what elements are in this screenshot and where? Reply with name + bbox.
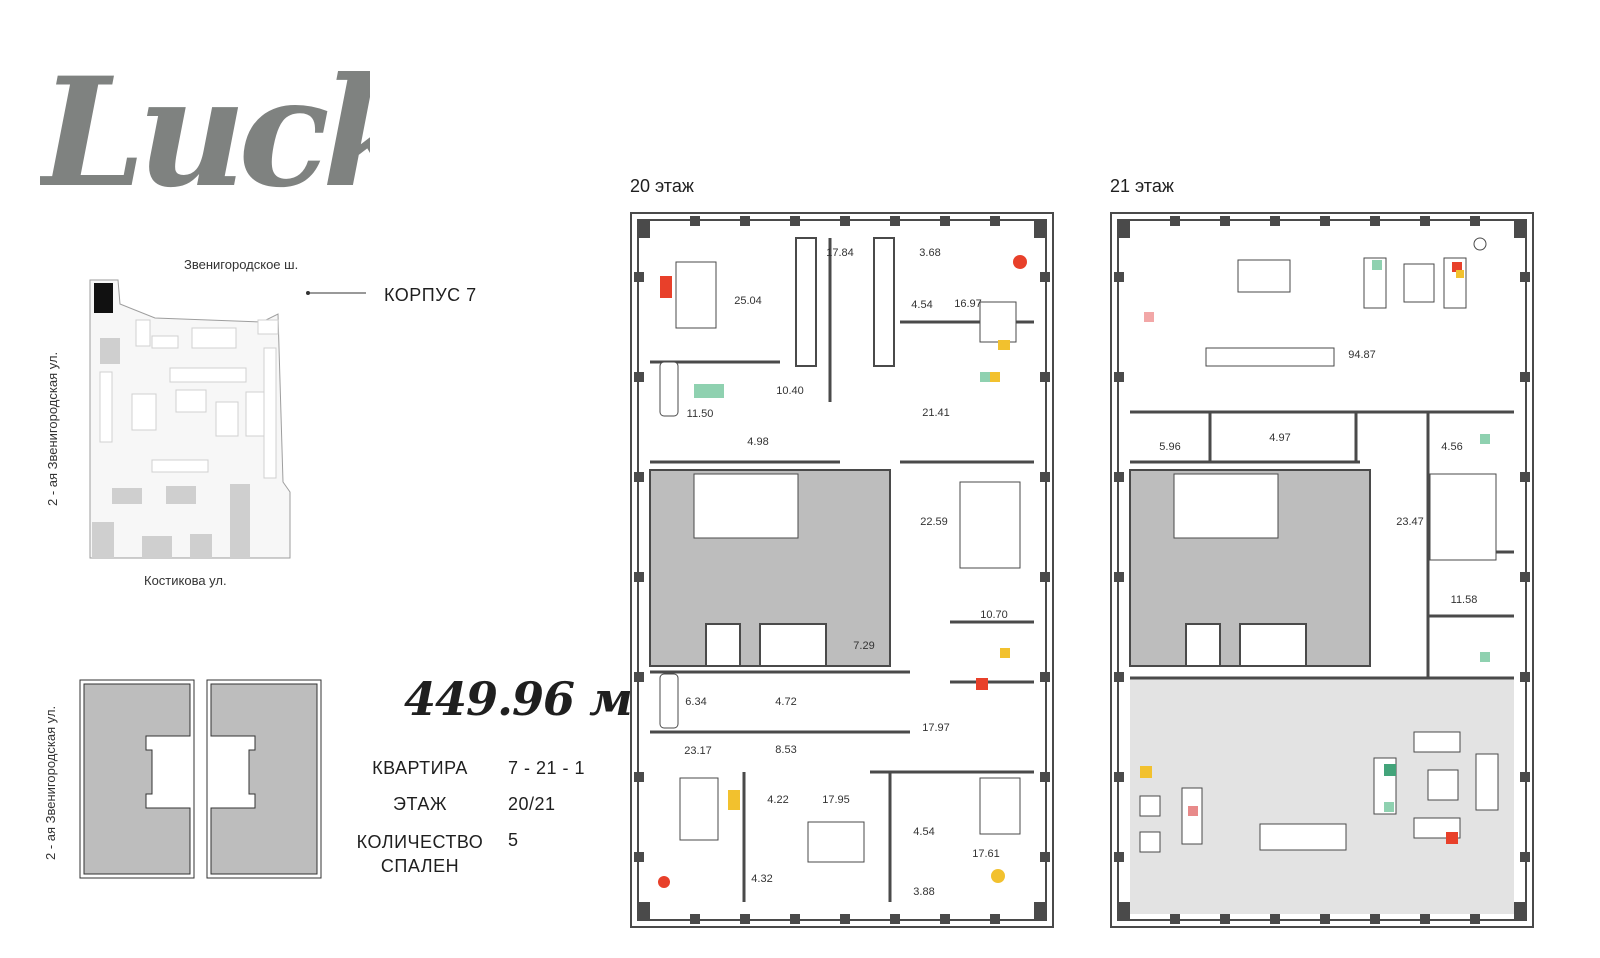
street-top-label: Звенигородское ш. xyxy=(184,257,298,272)
room-area: 17.61 xyxy=(972,848,1000,860)
room-area: 5.96 xyxy=(1159,441,1180,453)
room-area: 4.97 xyxy=(1269,432,1290,444)
floor-21-title: 21 этаж xyxy=(1110,176,1174,196)
site-map: Звенигородское ш. Костикова ул. 2 - ая З… xyxy=(45,257,366,588)
spec-apartment-label: КВАРТИРА xyxy=(372,758,468,778)
logo-text: Lucky xyxy=(40,45,370,221)
building-korpus-7 xyxy=(94,283,113,313)
room-area: 4.22 xyxy=(767,794,788,806)
room-area: 4.32 xyxy=(751,873,772,885)
lucky-logo: Lucky xyxy=(40,45,370,221)
apartment-area: 449.96 м2 xyxy=(404,672,647,726)
room-area: 23.47 xyxy=(1396,516,1424,528)
room-area: 8.53 xyxy=(775,744,796,756)
room-area: 16.97 xyxy=(954,298,982,310)
room-area: 4.54 xyxy=(911,299,932,311)
floor-20-plan: 25.04 17.84 3.68 4.54 16.97 10.40 11.50 … xyxy=(630,212,1054,928)
room-area: 4.56 xyxy=(1441,441,1462,453)
spec-floor-label: ЭТАЖ xyxy=(393,794,447,814)
floor-21-plan: 94.87 5.96 4.97 4.56 23.47 11.58 xyxy=(1110,212,1534,928)
spec-floor-value: 20/21 xyxy=(508,794,556,814)
room-area: 22.59 xyxy=(920,516,948,528)
spec-apartment-value: 7 - 21 - 1 xyxy=(508,758,586,778)
spec-bedrooms-label: КОЛИЧЕСТВО СПАЛЕН xyxy=(356,832,484,876)
room-area: 11.50 xyxy=(687,408,714,420)
room-area: 6.34 xyxy=(685,696,706,708)
block-left xyxy=(83,683,191,875)
room-area: 4.54 xyxy=(913,826,934,838)
mini-block-map: 2 - ая Звенигородская ул. xyxy=(43,679,322,879)
room-area: 17.97 xyxy=(922,722,950,734)
room-area: 17.95 xyxy=(822,794,850,806)
room-area: 17.84 xyxy=(826,247,854,259)
room-area: 25.04 xyxy=(734,295,762,307)
room-area: 11.58 xyxy=(1451,594,1478,606)
street-side-label: 2 - ая Звенигородская ул. xyxy=(45,352,60,506)
floor-20-title: 20 этаж xyxy=(630,176,694,196)
street-bottom-label: Костикова ул. xyxy=(144,573,227,588)
block-right xyxy=(210,683,318,875)
room-area: 21.41 xyxy=(922,407,950,419)
room-area: 4.72 xyxy=(775,696,796,708)
room-area: 4.98 xyxy=(747,436,768,448)
room-area: 10.70 xyxy=(980,609,1008,621)
spec-bedrooms-value: 5 xyxy=(508,830,519,850)
room-area: 3.68 xyxy=(919,247,940,259)
room-area: 94.87 xyxy=(1348,349,1376,361)
building-label: КОРПУС 7 xyxy=(384,285,477,305)
room-area: 10.40 xyxy=(776,385,804,397)
room-area: 7.29 xyxy=(853,640,874,652)
room-area: 3.88 xyxy=(913,886,934,898)
room-area: 23.17 xyxy=(684,745,712,757)
mini-street-side-label: 2 - ая Звенигородская ул. xyxy=(43,706,58,860)
